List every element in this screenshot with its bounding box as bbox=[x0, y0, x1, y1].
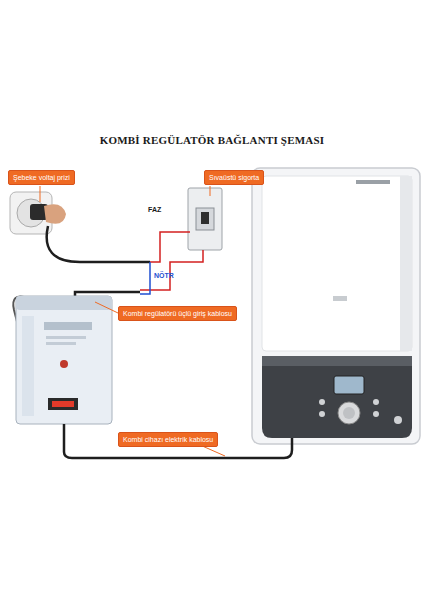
wall-socket bbox=[10, 192, 66, 234]
boiler-button bbox=[373, 399, 379, 405]
boiler-panel bbox=[262, 356, 412, 438]
diagram-title: KOMBİ REGÜLATÖR BAĞLANTI ŞEMASI bbox=[0, 134, 424, 146]
boiler-front bbox=[262, 176, 412, 351]
regulator-digits bbox=[52, 401, 74, 407]
boiler-button bbox=[319, 399, 325, 405]
callout-box: Kombi cihazı elektrik kablosu bbox=[118, 432, 218, 447]
boiler-logo bbox=[356, 180, 390, 184]
leader-line bbox=[210, 186, 211, 196]
breaker-lever bbox=[201, 212, 209, 224]
boiler-button bbox=[373, 411, 379, 417]
circuit-breaker bbox=[188, 188, 222, 250]
callout-box: Şebeke voltaj prizi bbox=[8, 170, 75, 185]
neutral-wire bbox=[140, 262, 150, 294]
callout-box: Sıvaüstü sigorta bbox=[204, 170, 264, 185]
boiler-shade bbox=[400, 176, 412, 351]
callout-text: Sıvaüstü sigorta bbox=[209, 173, 259, 182]
boiler-knob-center bbox=[343, 407, 355, 419]
boiler-panel-edge bbox=[262, 356, 412, 366]
callout-text: Şebeke voltaj prizi bbox=[13, 173, 70, 182]
boiler-display bbox=[334, 376, 364, 394]
wire-label: NÖTR bbox=[154, 272, 174, 279]
regulator-text bbox=[46, 336, 86, 339]
mains-cable bbox=[47, 226, 150, 262]
breaker-window bbox=[196, 208, 214, 230]
boiler-power-cable bbox=[64, 424, 292, 458]
regulator-led bbox=[60, 360, 68, 368]
regulator-side bbox=[22, 316, 34, 416]
breaker-body bbox=[188, 188, 222, 250]
leader-line bbox=[40, 186, 41, 202]
leader-line bbox=[95, 302, 118, 313]
callout-text: Kombi regülatörü üçlü giriş kablosu bbox=[123, 309, 232, 318]
boiler-badge bbox=[333, 296, 347, 301]
boiler-body bbox=[252, 168, 420, 444]
boiler-button bbox=[319, 411, 325, 417]
regulator-display bbox=[48, 398, 78, 410]
voltage-regulator bbox=[16, 296, 112, 424]
wire-label: FAZ bbox=[148, 206, 161, 213]
callout-box: Kombi regülatörü üçlü giriş kablosu bbox=[118, 306, 237, 321]
regulator-text bbox=[46, 342, 76, 345]
regulator-body bbox=[16, 296, 112, 424]
callout-text: Kombi cihazı elektrik kablosu bbox=[123, 435, 213, 444]
boiler bbox=[252, 168, 420, 444]
regulator-brand bbox=[44, 322, 92, 330]
boiler-button bbox=[394, 416, 402, 424]
hand bbox=[44, 204, 66, 224]
boiler-knob bbox=[338, 402, 360, 424]
phase-wire bbox=[150, 232, 190, 262]
